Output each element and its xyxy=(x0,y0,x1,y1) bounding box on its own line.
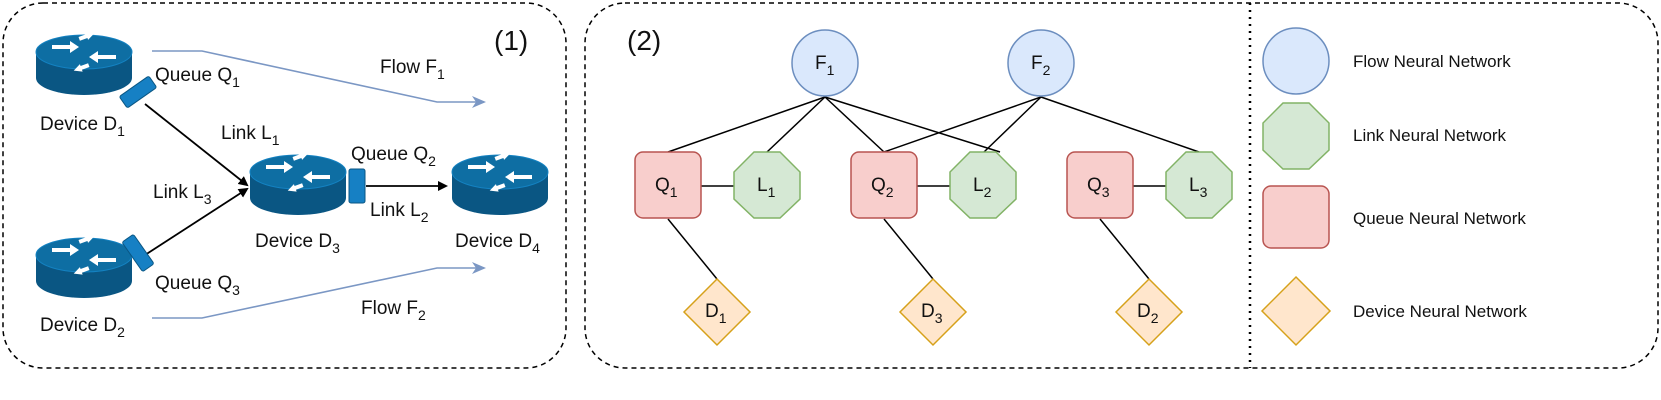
link-node-l1: L1 xyxy=(733,151,801,219)
edge-f1-l2 xyxy=(824,96,1001,153)
queue-q1-block xyxy=(119,76,157,108)
device-d2-router-icon xyxy=(35,232,133,299)
legend-octagon-icon xyxy=(1262,102,1330,170)
svg-text:D3: D3 xyxy=(921,301,943,326)
edge-f2-l2b xyxy=(983,96,1042,153)
device-node-d1: D1 xyxy=(682,277,752,347)
flow-f2-label: Flow F2 xyxy=(361,298,426,323)
link-l2-label: Link L2 xyxy=(370,200,429,225)
svg-text:D1: D1 xyxy=(705,301,727,326)
flow-node-f1: F1 xyxy=(791,29,859,97)
legend-label-link: Link Neural Network xyxy=(1353,126,1507,145)
link-l3-label: Link L3 xyxy=(153,182,212,207)
legend-item-link: Link Neural Network xyxy=(1262,102,1507,170)
legend: Flow Neural Network Link Neural Network … xyxy=(1260,27,1527,347)
legend-rounded-square-icon xyxy=(1262,185,1330,249)
svg-text:Q1: Q1 xyxy=(655,175,678,200)
svg-text:F2: F2 xyxy=(1031,53,1051,78)
flow-node-f2: F2 xyxy=(1007,29,1075,97)
flow-f1-arrow xyxy=(152,50,486,108)
device-d2-label: Device D2 xyxy=(40,315,125,340)
svg-text:L3: L3 xyxy=(1189,175,1208,200)
svg-text:Q3: Q3 xyxy=(1087,175,1110,200)
flow-f2-arrow xyxy=(152,262,486,319)
edge-f1-q2 xyxy=(824,96,885,153)
edge-f1-l1 xyxy=(766,96,826,153)
flow-f1-label: Flow F1 xyxy=(380,57,445,82)
svg-text:F1: F1 xyxy=(815,53,835,78)
queue-q2-label: Queue Q2 xyxy=(351,144,436,169)
svg-text:D2: D2 xyxy=(1137,301,1159,326)
edge-f2-q2 xyxy=(883,96,1042,153)
panel-1-border xyxy=(2,2,567,369)
svg-text:L2: L2 xyxy=(973,175,992,200)
queue-q3-label: Queue Q3 xyxy=(155,273,240,298)
legend-item-flow: Flow Neural Network xyxy=(1262,27,1511,95)
link-node-l3: L3 xyxy=(1165,151,1233,219)
panel-1: (1) Queue Q1 Device D1 Link L1 Flow F1 Q… xyxy=(2,2,567,369)
queue-node-q2: Q2 xyxy=(850,151,918,219)
device-d4-router-icon xyxy=(451,149,549,216)
queue-node-q3: Q3 xyxy=(1066,151,1134,219)
svg-text:L1: L1 xyxy=(757,175,776,200)
queue-q1-label: Queue Q1 xyxy=(155,65,240,90)
edge-q1-d1 xyxy=(667,218,718,280)
svg-text:Q2: Q2 xyxy=(871,175,894,200)
legend-item-device: Device Neural Network xyxy=(1260,275,1527,347)
device-node-d3: D3 xyxy=(898,277,968,347)
panel-2-border xyxy=(584,2,1659,369)
edge-f2-l3 xyxy=(1040,96,1200,153)
link-l1-label: Link L1 xyxy=(221,123,280,148)
legend-label-device: Device Neural Network xyxy=(1353,302,1527,321)
graph-edges xyxy=(667,96,1200,280)
legend-label-flow: Flow Neural Network xyxy=(1353,52,1511,71)
device-d3-label: Device D3 xyxy=(255,231,340,256)
device-d1-router-icon xyxy=(35,29,133,96)
queue-node-q1: Q1 xyxy=(634,151,702,219)
device-d4-label: Device D4 xyxy=(455,231,540,256)
link-l3-arrow xyxy=(144,187,249,256)
edge-q2-d3 xyxy=(883,218,934,280)
legend-label-queue: Queue Neural Network xyxy=(1353,209,1526,228)
edge-q3-d2 xyxy=(1099,218,1150,280)
panel-2: (2) F1 F2 Q1 xyxy=(584,2,1659,369)
queue-q2-block xyxy=(348,168,366,204)
panel-1-label: (1) xyxy=(494,25,528,56)
panel-2-label: (2) xyxy=(627,25,661,56)
device-d1-label: Device D1 xyxy=(40,114,125,139)
queue-q3-block xyxy=(122,234,154,272)
link-l1-arrow xyxy=(144,103,249,187)
device-d3-router-icon xyxy=(249,149,347,216)
legend-circle-icon xyxy=(1262,27,1330,95)
device-node-d2: D2 xyxy=(1114,277,1184,347)
legend-diamond-icon xyxy=(1260,275,1332,347)
legend-item-queue: Queue Neural Network xyxy=(1262,185,1526,249)
edge-f1-q1 xyxy=(667,96,826,153)
link-node-l2: L2 xyxy=(949,151,1017,219)
